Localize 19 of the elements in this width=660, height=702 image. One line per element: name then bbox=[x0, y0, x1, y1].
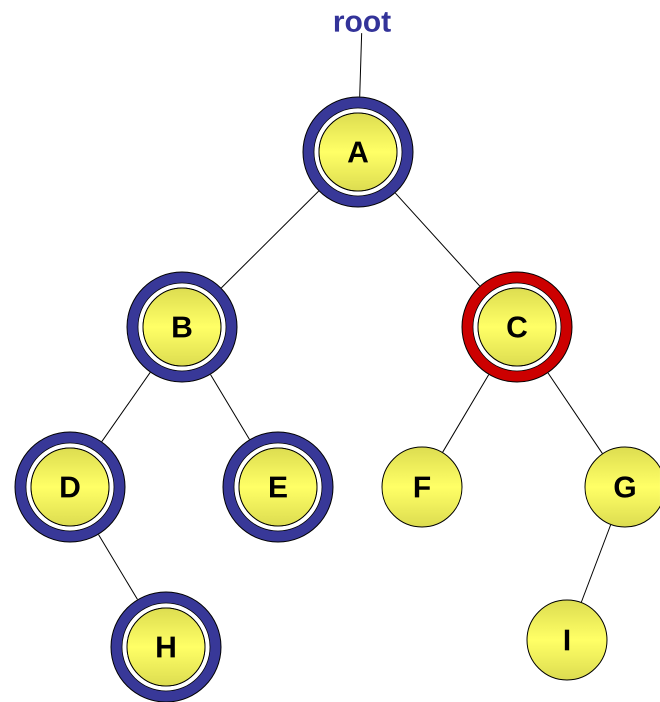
edge-line bbox=[548, 372, 603, 454]
edge-line bbox=[98, 534, 138, 600]
tree-node: G bbox=[584, 446, 660, 528]
ringed-tree-node: C bbox=[462, 272, 572, 382]
ringed-tree-node: H bbox=[110, 592, 222, 702]
ringed-tree-node: E bbox=[222, 432, 334, 542]
edge-line bbox=[101, 372, 151, 442]
ringed-tree-node: D bbox=[14, 432, 126, 542]
edge-line bbox=[210, 374, 250, 440]
edge-line bbox=[394, 192, 480, 286]
tree-node: F bbox=[382, 446, 462, 528]
root-label: root bbox=[334, 12, 391, 32]
edge-line bbox=[359, 32, 362, 98]
tree-node: I bbox=[526, 600, 608, 680]
edge-line bbox=[580, 524, 612, 603]
ringed-tree-node: A bbox=[302, 96, 414, 208]
edge-line bbox=[442, 374, 490, 453]
ringed-tree-node: B bbox=[126, 272, 238, 382]
edge-line bbox=[220, 190, 320, 288]
